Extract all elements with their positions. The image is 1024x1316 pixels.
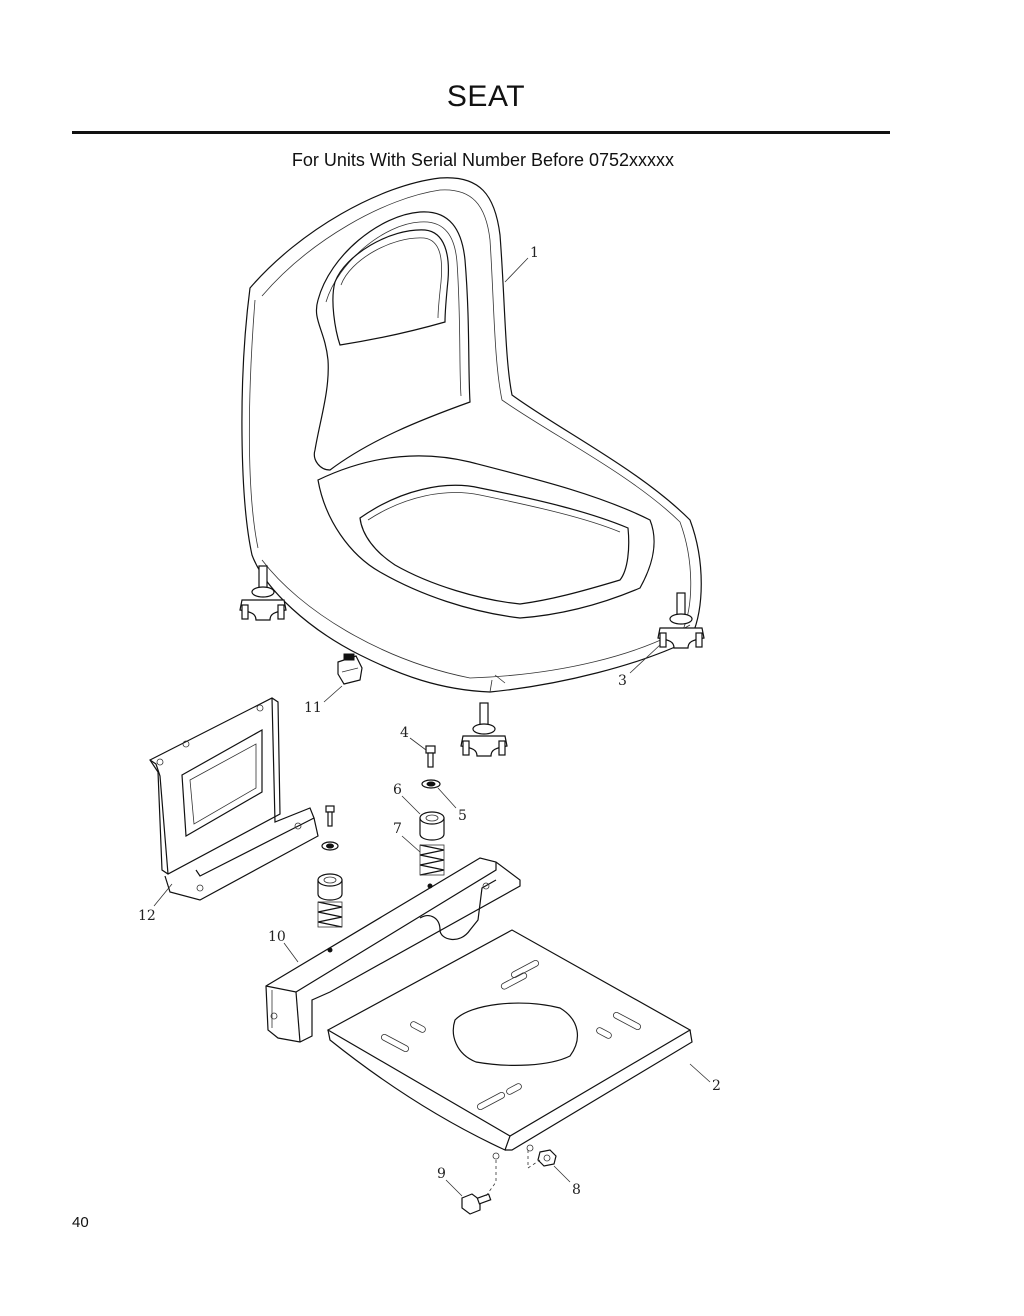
part-knob-left	[239, 565, 287, 621]
part-seat-switch	[337, 653, 363, 685]
callout-2: 2	[712, 1078, 721, 1094]
callout-3: 3	[618, 673, 627, 689]
callout-12: 12	[138, 908, 156, 924]
callout-1: 1	[530, 245, 539, 261]
part-bushing	[419, 811, 445, 841]
part-knob-right	[657, 592, 705, 649]
callout-10: 10	[268, 929, 286, 945]
part-washer	[421, 779, 441, 789]
callout-5: 5	[458, 808, 467, 824]
part-hinge-rail	[265, 857, 521, 1043]
part-spring-left	[317, 901, 343, 928]
part-washer-left	[321, 841, 339, 851]
part-bolt-bottom	[461, 1193, 492, 1215]
part-bolt	[425, 745, 436, 768]
page-subtitle: For Units With Serial Number Before 0752…	[291, 150, 675, 170]
part-bracket	[149, 697, 319, 901]
part-bushing-left	[317, 873, 343, 901]
callout-11: 11	[304, 700, 322, 716]
callout-8: 8	[572, 1182, 581, 1198]
part-seat	[241, 177, 702, 693]
part-nut	[537, 1149, 557, 1167]
callout-9: 9	[437, 1166, 446, 1182]
callout-7: 7	[393, 821, 402, 837]
page-number: 40	[72, 1214, 89, 1231]
title-rule	[72, 131, 890, 134]
page-title: SEAT	[446, 80, 526, 113]
part-spring	[419, 844, 445, 876]
callout-4: 4	[400, 725, 409, 741]
part-knob-front	[460, 702, 508, 757]
part-seat-plate	[326, 929, 693, 1160]
part-bolt-left	[325, 805, 335, 827]
callout-6: 6	[393, 782, 402, 798]
